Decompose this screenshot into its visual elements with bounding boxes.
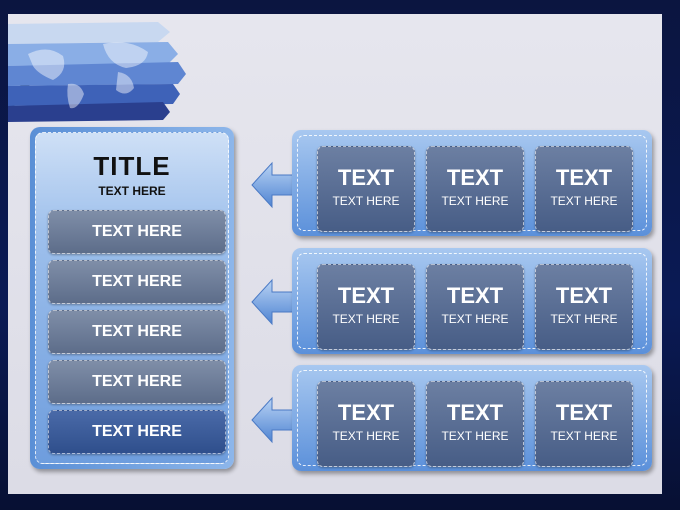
world-map-icon	[8, 22, 186, 122]
card-subtext: TEXT HERE	[550, 429, 618, 443]
card-heading: TEXT	[555, 283, 613, 308]
card-subtext: TEXT HERE	[550, 312, 618, 326]
left-item-1: TEXT HERE	[48, 210, 226, 254]
row-2: TEXT TEXT HERE TEXT TEXT HERE TEXT TEXT …	[292, 248, 652, 354]
card-heading: TEXT	[337, 400, 395, 425]
row-2-inner: TEXT TEXT HERE TEXT TEXT HERE TEXT TEXT …	[297, 253, 647, 350]
card-subtext: TEXT HERE	[332, 429, 400, 443]
row-1-inner: TEXT TEXT HERE TEXT TEXT HERE TEXT TEXT …	[297, 135, 647, 232]
card-3-2: TEXT TEXT HERE	[426, 381, 524, 467]
card-subtext: TEXT HERE	[441, 312, 509, 326]
card-heading: TEXT	[446, 400, 504, 425]
panel-subtitle: TEXT HERE	[98, 184, 166, 198]
arrow-left-icon	[251, 278, 294, 326]
card-heading: TEXT	[446, 283, 504, 308]
left-item-2: TEXT HERE	[48, 260, 226, 304]
card-heading: TEXT	[337, 283, 395, 308]
card-heading: TEXT	[337, 165, 395, 190]
left-item-4: TEXT HERE	[48, 360, 226, 404]
card-1-1: TEXT TEXT HERE	[317, 146, 415, 232]
arrow-left-icon	[251, 396, 294, 444]
row-3-inner: TEXT TEXT HERE TEXT TEXT HERE TEXT TEXT …	[297, 370, 647, 467]
card-3-3: TEXT TEXT HERE	[535, 381, 633, 467]
panel-title: TITLE	[93, 151, 171, 181]
card-subtext: TEXT HERE	[441, 194, 509, 208]
card-heading: TEXT	[555, 165, 613, 190]
card-1-2: TEXT TEXT HERE	[426, 146, 524, 232]
left-item-3: TEXT HERE	[48, 310, 226, 354]
arrow-left-icon	[251, 161, 294, 209]
card-3-1: TEXT TEXT HERE	[317, 381, 415, 467]
card-subtext: TEXT HERE	[332, 312, 400, 326]
row-1: TEXT TEXT HERE TEXT TEXT HERE TEXT TEXT …	[292, 130, 652, 236]
card-2-2: TEXT TEXT HERE	[426, 264, 524, 350]
card-heading: TEXT	[446, 165, 504, 190]
card-subtext: TEXT HERE	[441, 429, 509, 443]
card-heading: TEXT	[555, 400, 613, 425]
card-1-3: TEXT TEXT HERE	[535, 146, 633, 232]
row-3: TEXT TEXT HERE TEXT TEXT HERE TEXT TEXT …	[292, 365, 652, 471]
left-item-5: TEXT HERE	[48, 410, 226, 454]
card-subtext: TEXT HERE	[550, 194, 618, 208]
card-2-3: TEXT TEXT HERE	[535, 264, 633, 350]
left-panel-inner: TITLE TEXT HERE TEXT HERE TEXT HERE TEXT…	[35, 132, 229, 464]
left-panel: TITLE TEXT HERE TEXT HERE TEXT HERE TEXT…	[30, 127, 234, 469]
card-subtext: TEXT HERE	[332, 194, 400, 208]
card-2-1: TEXT TEXT HERE	[317, 264, 415, 350]
